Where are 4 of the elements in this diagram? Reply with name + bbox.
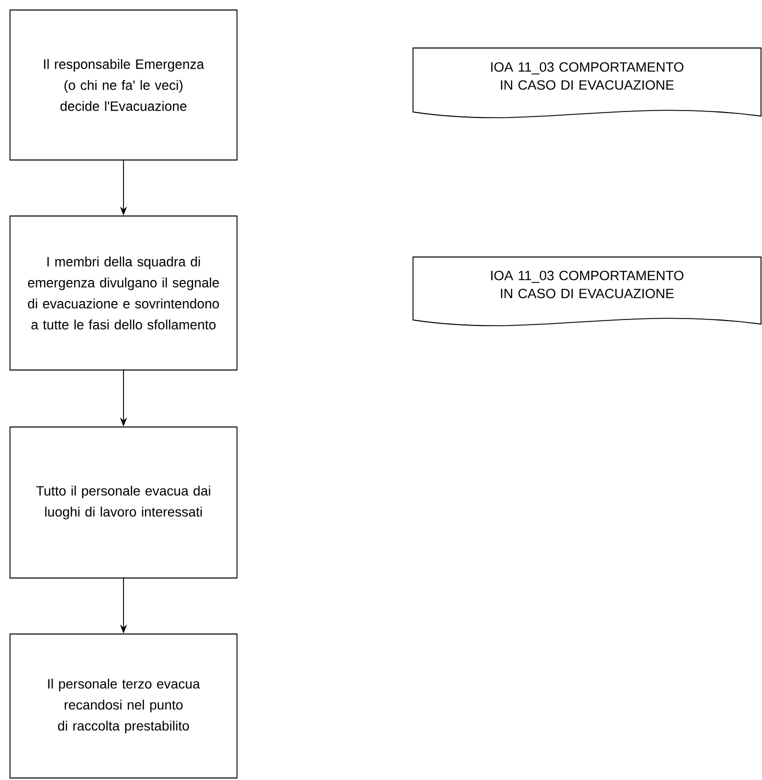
- process-box: Tutto il personale evacua dai luoghi di lavoro interessati: [10, 426, 238, 578]
- process-box: I membri della squadra di emergenza divulgano il segnale di evacuazione e sovrintendono a tutte le fasi dello sfollamento: [10, 216, 238, 370]
- process-box: Il personale terzo evacua recandosi nel punto di raccolta prestabilito: [10, 634, 238, 778]
- process-box: Il responsabile Emergenza (o chi ne fa' le veci) decide l'Evacuazione: [10, 10, 238, 160]
